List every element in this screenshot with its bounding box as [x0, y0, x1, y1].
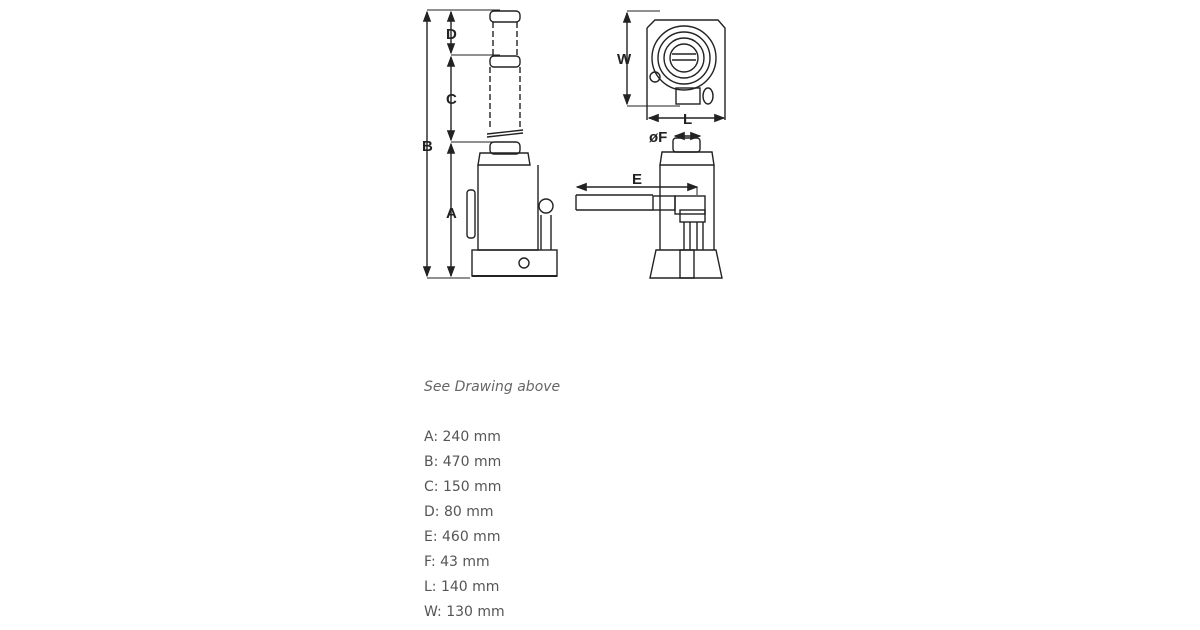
- label-b: B: [422, 138, 433, 155]
- spec-item: B: 470 mm: [424, 454, 502, 470]
- front-view-jack: [575, 131, 723, 279]
- label-l: L: [683, 111, 692, 128]
- side-view-jack: [422, 9, 558, 279]
- spec-item: F: 43 mm: [424, 554, 490, 570]
- label-e: E: [632, 171, 642, 188]
- spec-item: D: 80 mm: [424, 504, 494, 520]
- spec-item: E: 460 mm: [424, 529, 501, 545]
- spec-item: A: 240 mm: [424, 429, 501, 445]
- label-d: D: [446, 26, 457, 43]
- label-c: C: [446, 91, 457, 108]
- drawing-caption: See Drawing above: [424, 379, 561, 395]
- label-f: øF: [649, 129, 667, 146]
- dimension-spec-list: A: 240 mm B: 470 mm C: 150 mm D: 80 mm E…: [424, 428, 505, 628]
- spec-item: W: 130 mm: [424, 604, 505, 620]
- top-view-jack: [622, 10, 726, 123]
- spec-item: C: 150 mm: [424, 479, 502, 495]
- bottle-jack-dimension-drawing: B D C A W L øF E: [422, 9, 726, 279]
- spec-item: L: 140 mm: [424, 579, 500, 595]
- label-w: W: [617, 51, 632, 68]
- label-a: A: [446, 205, 457, 222]
